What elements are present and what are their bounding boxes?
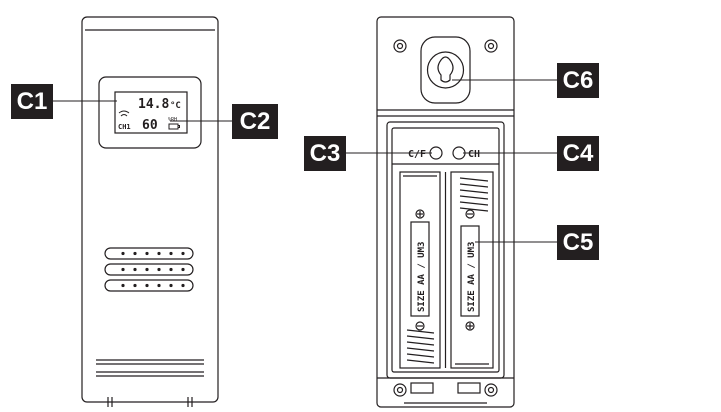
temperature-unit: °C <box>170 101 181 111</box>
callout-c5: C5 <box>557 225 599 260</box>
cf-label: C/F <box>408 149 426 160</box>
channel-label: CH1 <box>118 123 131 131</box>
battery-right-label: SIZE AA / UM3 <box>467 242 477 312</box>
lcd-frame <box>98 76 202 149</box>
leader-lines <box>53 79 557 243</box>
callout-c4: C4 <box>557 136 599 171</box>
humidity-value: 60 <box>142 118 158 133</box>
battery-left <box>399 171 441 369</box>
battery-right <box>450 171 494 369</box>
lcd-content: 14.8 °C CH1 60 %RH <box>118 97 181 133</box>
sensor-front-view <box>81 16 219 407</box>
battery-left-label: SIZE AA / UM3 <box>417 242 427 312</box>
callout-c2: C2 <box>232 104 278 139</box>
keyhole-icon <box>437 56 454 83</box>
battery-low-icon <box>168 123 180 130</box>
callout-c6: C6 <box>557 63 599 98</box>
temperature-value: 14.8 <box>138 97 169 112</box>
callout-c1: C1 <box>11 84 53 119</box>
wifi-signal-icon <box>118 110 130 117</box>
lcd-screen <box>114 91 188 134</box>
sensor-back-view <box>376 16 515 408</box>
callout-c3: C3 <box>304 136 346 171</box>
vent-slots <box>104 247 194 292</box>
ch-label: CH <box>468 149 480 160</box>
humidity-unit: %RH <box>168 117 177 123</box>
